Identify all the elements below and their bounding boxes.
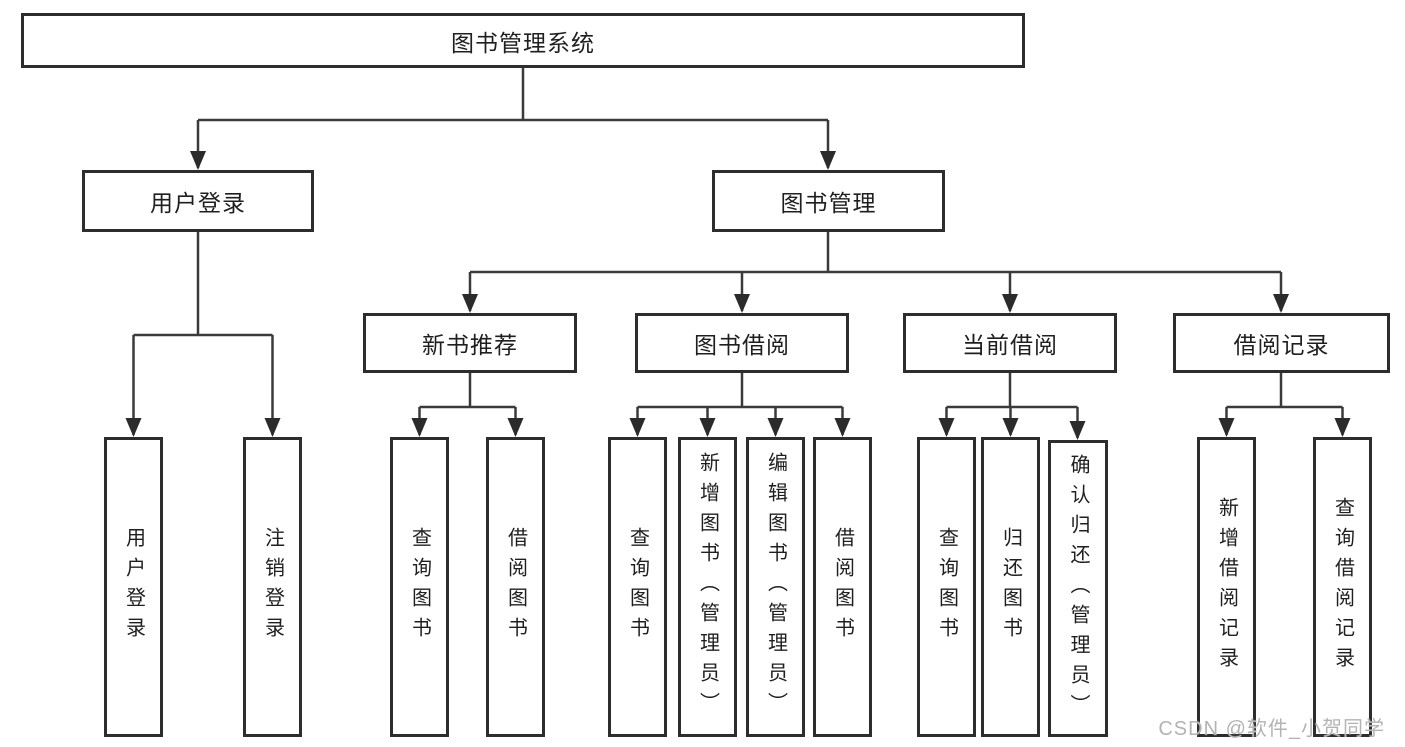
node-new-book-recommendation-label: 新书推荐 [422,332,518,358]
connector-bookborrow-group [636,373,844,435]
connector-root-to-level2 [196,68,830,168]
node-return-books: 归还图书 [981,437,1040,737]
node-user-login-label: 用户登录 [150,190,246,216]
node-user-login: 用户登录 [82,170,314,232]
node-confirm-return-admin: 确认归还（管理员） [1048,440,1108,737]
arrow-down-icon [190,151,206,170]
node-current-borrowing-label: 当前借阅 [962,332,1058,358]
node-query-books-borrowing-label: 查询图书 [626,527,649,647]
arrow-down-icon [264,418,281,437]
node-add-borrow-record: 新增借阅记录 [1197,437,1256,737]
arrow-down-icon [1218,418,1235,437]
node-query-books-recommend: 查询图书 [390,437,449,737]
node-confirm-return-admin-label: 确认归还（管理员） [1067,453,1089,724]
node-add-books-admin: 新增图书（管理员） [678,437,737,737]
node-book-borrowing-label: 图书借阅 [694,332,790,358]
arrow-down-icon [411,418,428,437]
connector-login-group [132,232,274,435]
node-borrow-books-recommend-label: 借阅图书 [504,527,527,647]
arrowheads [125,151,1351,440]
arrow-down-icon [699,418,716,437]
connector-records-group [1225,373,1344,435]
node-query-books-borrowing: 查询图书 [608,437,667,737]
arrow-down-icon [462,294,478,313]
arrow-down-icon [767,418,784,437]
arrow-down-icon [734,294,750,313]
arrow-down-icon [1002,294,1018,313]
node-borrow-books-label: 借阅图书 [831,527,854,647]
node-edit-books-admin: 编辑图书（管理员） [746,437,805,737]
arrow-down-icon [1334,418,1351,437]
node-borrow-books-recommend: 借阅图书 [486,437,545,737]
node-add-borrow-record-label: 新增借阅记录 [1215,497,1238,677]
node-book-management-label: 图书管理 [780,190,877,216]
node-login: 用户登录 [104,437,163,737]
arrow-down-icon [125,418,142,437]
node-query-borrow-record-label: 查询借阅记录 [1331,497,1354,677]
connector-newbook-group [418,373,517,435]
node-book-borrowing: 图书借阅 [635,313,849,373]
node-library-management-system: 图书管理系统 [21,13,1025,68]
node-add-books-admin-label: 新增图书（管理员） [696,452,719,722]
node-new-book-recommendation: 新书推荐 [363,313,577,373]
node-book-management: 图书管理 [712,170,945,232]
arrow-down-icon [1002,418,1019,437]
node-query-books-current-label: 查询图书 [935,527,958,647]
node-logout: 注销登录 [243,437,302,737]
node-current-borrowing: 当前借阅 [903,313,1117,373]
arrow-down-icon [820,151,836,170]
node-query-borrow-record: 查询借阅记录 [1313,437,1372,737]
node-query-books-current: 查询图书 [917,437,976,737]
node-query-books-recommend-label: 查询图书 [408,527,431,647]
node-borrowing-records-label: 借阅记录 [1233,332,1330,358]
node-return-books-label: 归还图书 [999,527,1022,647]
node-edit-books-admin-label: 编辑图书（管理员） [764,452,787,722]
arrow-down-icon [629,418,646,437]
node-login-label: 用户登录 [122,527,145,647]
arrow-down-icon [834,418,851,437]
arrow-down-icon [938,418,955,437]
node-library-management-system-label: 图书管理系统 [451,29,595,56]
arrow-down-icon [1273,294,1289,313]
arrow-down-icon [507,418,524,437]
node-borrow-books: 借阅图书 [813,437,872,737]
node-borrowing-records: 借阅记录 [1173,313,1390,373]
watermark: CSDN @软件_小贺同学 [1158,718,1385,740]
arrow-down-icon [1069,421,1086,440]
node-logout-label: 注销登录 [261,527,284,647]
connector-management-to-level3 [468,232,1283,311]
